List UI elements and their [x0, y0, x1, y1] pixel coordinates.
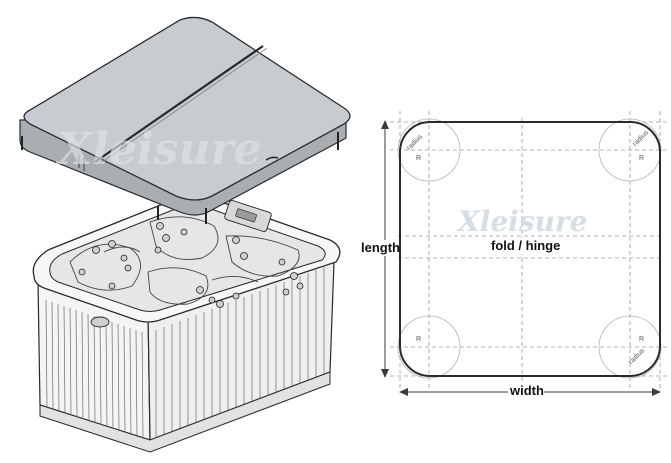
radius-label-top-left: radius — [406, 133, 425, 152]
hot-tub-illustration: Xleisure — [19, 16, 351, 453]
spa-cover: Xleisure — [19, 16, 351, 224]
r-label-top-left: R — [416, 155, 421, 162]
radius-label-bottom-right: radius — [628, 347, 647, 366]
width-label: width — [509, 383, 544, 398]
cover-outline — [399, 121, 661, 377]
r-label-top-right: R — [639, 155, 644, 162]
r-label-bottom-right: R — [639, 336, 644, 343]
cover-watermark: Xleisure — [55, 124, 262, 175]
corner-radius-circles — [397, 118, 662, 379]
radius-label-top-right: radius — [632, 129, 651, 148]
length-label: length — [361, 240, 400, 255]
spa-shell — [32, 194, 341, 328]
drawing-watermark-brand: Xleisure — [456, 205, 588, 238]
dimension-drawing: Xleisure radius R radius R R R radius le… — [361, 111, 668, 399]
drawing-watermark: Xleisure — [456, 205, 588, 238]
fold-hinge-label: fold / hinge — [491, 238, 560, 253]
r-label-bottom-left: R — [416, 336, 421, 343]
